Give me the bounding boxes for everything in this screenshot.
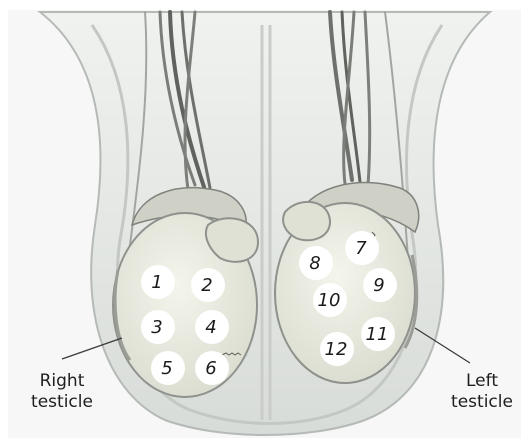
biopsy-site-11: 11	[361, 317, 395, 351]
biopsy-site-3: 3	[141, 310, 175, 344]
biopsy-site-8: 8	[299, 246, 333, 280]
biopsy-site-number: 7	[355, 238, 367, 259]
biopsy-site-7: 7	[345, 231, 379, 265]
biopsy-site-4: 4	[195, 310, 229, 344]
biopsy-site-2: 2	[191, 268, 225, 302]
biopsy-site-number: 1	[151, 272, 162, 293]
biopsy-site-5: 5	[151, 351, 185, 385]
biopsy-site-9: 9	[363, 268, 397, 302]
biopsy-site-number: 8	[309, 253, 320, 274]
biopsy-site-6: 6	[195, 351, 229, 385]
biopsy-site-10: 10	[313, 283, 347, 317]
biopsy-site-number: 12	[325, 339, 348, 360]
biopsy-site-number: 4	[205, 317, 216, 338]
label-right-testicle: Right testicle	[20, 371, 104, 413]
epididymis-left	[283, 202, 330, 240]
biopsy-site-number: 2	[201, 275, 212, 296]
biopsy-site-number: 5	[161, 358, 172, 379]
biopsy-site-number: 3	[151, 317, 162, 338]
biopsy-site-number: 11	[366, 324, 389, 345]
biopsy-site-number: 10	[318, 290, 341, 311]
biopsy-site-1: 1	[141, 265, 175, 299]
biopsy-site-number: 9	[373, 275, 384, 296]
biopsy-site-12: 12	[320, 332, 354, 366]
biopsy-site-number: 6	[205, 358, 216, 379]
label-left-testicle: Left testicle	[440, 371, 524, 413]
